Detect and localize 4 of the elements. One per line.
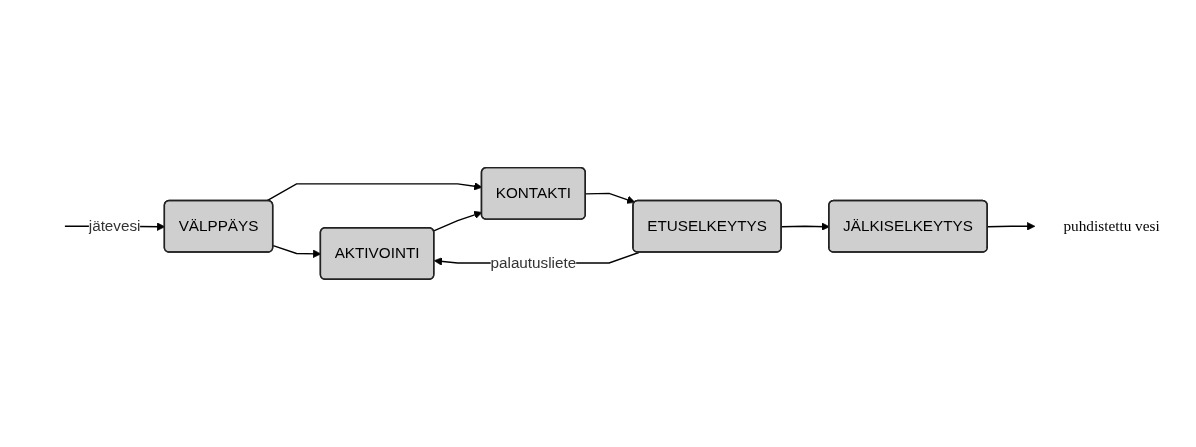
edge-label: jätevesi [88,217,141,234]
node-text: puhdistettu vesi [1063,217,1160,234]
arrow [585,192,636,204]
edge-label: palautusliete [490,254,577,271]
